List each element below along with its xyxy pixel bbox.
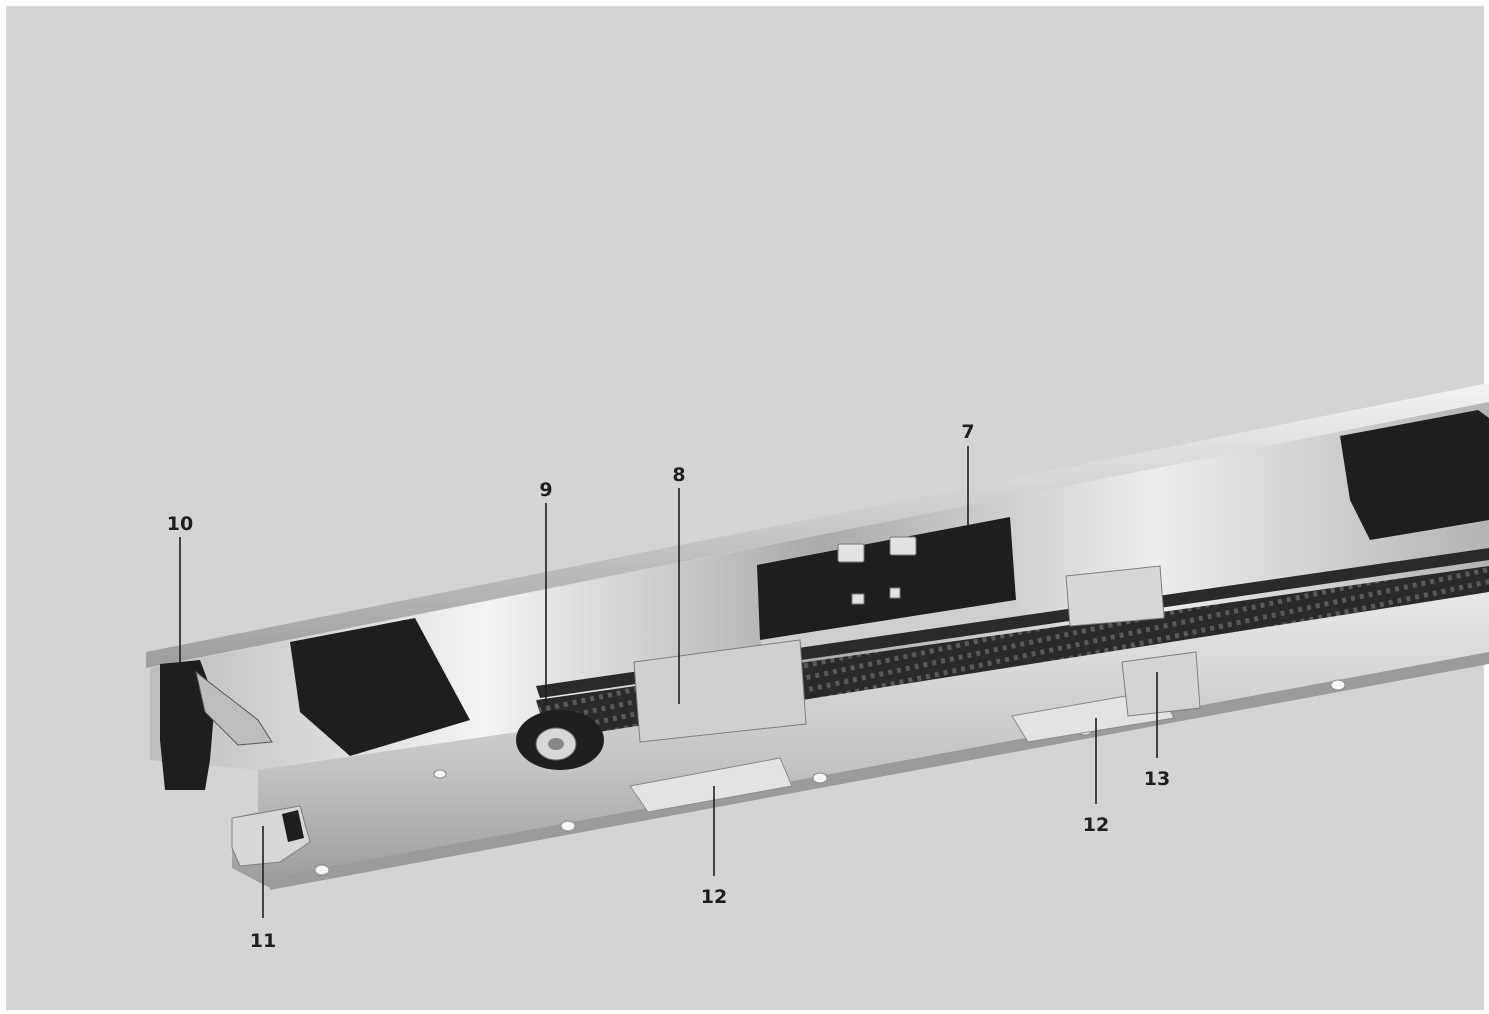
carriage-bracket-center <box>633 639 807 743</box>
carriage-bracket-right <box>1065 565 1165 627</box>
callout-leaders <box>179 446 1158 918</box>
rail-top-lip <box>146 383 1489 668</box>
callout-10: 10 <box>167 513 193 535</box>
callout-labels: 7 8 9 10 11 12 12 13 <box>167 421 1170 952</box>
motor-unit-bottom-rail <box>760 600 1030 656</box>
callout-13: 13 <box>1144 768 1170 790</box>
end-cap-bracket <box>160 660 215 790</box>
end-cap-spring <box>195 670 273 746</box>
mounting-holes <box>314 679 1346 876</box>
callout-9: 9 <box>539 479 552 501</box>
left-dark-block <box>290 618 470 756</box>
end-stop-slot <box>282 810 304 842</box>
belt-pulley <box>516 710 604 770</box>
callout-7: 7 <box>961 421 974 443</box>
right-dark-block <box>1340 410 1489 540</box>
callout-8: 8 <box>672 464 685 486</box>
callout-12a: 12 <box>701 886 727 908</box>
motor-connectors <box>837 536 917 605</box>
callout-12b: 12 <box>1083 814 1109 836</box>
stop-bracket <box>1121 651 1201 717</box>
hanger-plate-left <box>629 757 793 813</box>
callout-11: 11 <box>250 930 276 952</box>
motor-unit <box>757 517 1016 640</box>
base-track-lower-edge <box>270 652 1489 890</box>
